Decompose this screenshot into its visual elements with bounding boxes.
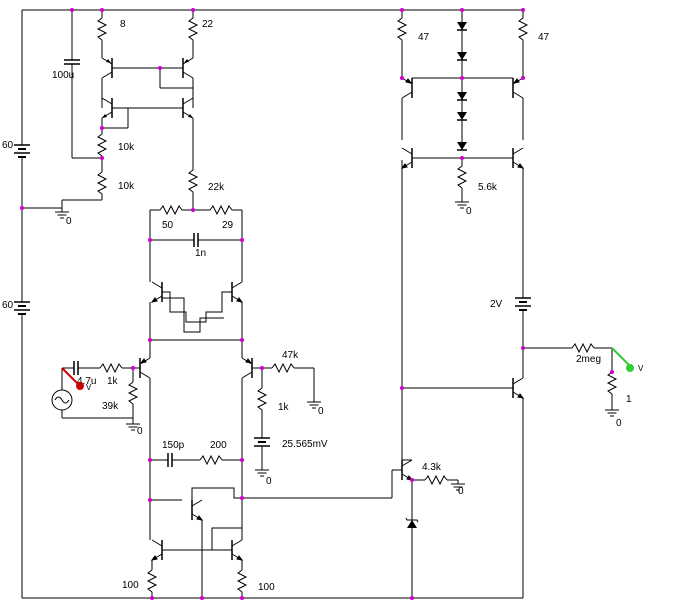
resistor-10k-a: 10k xyxy=(96,128,135,168)
probe-output-label: V xyxy=(638,364,644,373)
resistor-4-3k-label: 4.3k xyxy=(422,462,442,473)
voltage-source-2v-label: 2V xyxy=(490,299,503,310)
ground-4-3k: 0 xyxy=(450,479,466,497)
lower-mirror xyxy=(149,487,392,598)
resistor-47k: 47k xyxy=(262,350,315,398)
probe-input: V xyxy=(61,367,92,392)
battery-bottom: 60 xyxy=(2,300,30,320)
resistor-5-6k-label: 5.6k xyxy=(478,182,498,193)
resistor-100-left-label: 100 xyxy=(122,580,139,591)
output-transistor-lower xyxy=(402,370,524,598)
capacitor-100u-label: 100u xyxy=(52,70,74,81)
resistor-50-label: 50 xyxy=(162,220,174,231)
resistor-1k-mid-label: 1k xyxy=(278,402,290,413)
junction-nodes xyxy=(20,8,614,600)
voltage-source-25mv: 25.565mV 0 xyxy=(254,437,328,487)
resistor-47-right-label: 47 xyxy=(538,32,550,43)
resistor-22-label: 22 xyxy=(202,19,214,30)
resistor-2meg-label: 2meg xyxy=(576,354,601,365)
resistor-load: 1 xyxy=(606,371,632,406)
resistor-1k-mid: 1k xyxy=(256,368,290,438)
vas-transistor xyxy=(391,160,413,516)
transistor-q1 xyxy=(101,57,160,79)
ground-load: 0 xyxy=(604,405,622,429)
resistor-47-left-label: 47 xyxy=(418,32,430,43)
ground-load-label: 0 xyxy=(616,418,622,429)
capacitor-1n: 1n xyxy=(149,210,243,259)
resistor-100-right: 100 xyxy=(236,560,275,598)
resistor-100-left: 100 xyxy=(122,560,158,598)
ground-4-3k-label: 0 xyxy=(458,486,464,497)
battery-top-label: 60 xyxy=(2,140,14,151)
resistor-47k-label: 47k xyxy=(282,350,299,361)
probe-input-label: V xyxy=(86,383,92,392)
resistor-2meg: 2meg xyxy=(523,342,613,372)
transistor-q4 xyxy=(101,97,194,129)
ground-top-label: 0 xyxy=(66,216,72,227)
probe-output: V xyxy=(611,347,644,373)
capacitor-4-7u: 4.7u xyxy=(62,361,100,387)
resistor-1k-in-label: 1k xyxy=(107,376,119,387)
transistor-q-in-left xyxy=(139,340,151,500)
resistor-47-left: 47 xyxy=(396,10,430,78)
transistor-q2 xyxy=(101,57,194,108)
resistor-8: 8 xyxy=(96,10,126,58)
resistor-100-right-label: 100 xyxy=(258,582,275,593)
bottom-rail xyxy=(21,320,523,599)
resistor-200-label: 200 xyxy=(210,440,227,451)
resistor-29-label: 29 xyxy=(222,220,234,231)
ground-5-6k-label: 0 xyxy=(466,206,472,217)
voltage-source-25mv-label: 25.565mV xyxy=(282,439,328,450)
resistor-22k-label: 22k xyxy=(208,182,225,193)
ground-top: 0 xyxy=(22,207,72,227)
battery-bottom-label: 60 xyxy=(2,300,14,311)
capacitor-150p-label: 150p xyxy=(162,440,185,451)
transistor-q-in-right xyxy=(241,340,262,500)
resistor-4-3k: 4.3k xyxy=(412,462,458,486)
resistor-10k-a-label: 10k xyxy=(118,142,135,153)
driver-pair xyxy=(149,240,243,341)
resistor-10k-b-label: 10k xyxy=(118,181,135,192)
battery-top: 60 xyxy=(2,140,30,300)
resistor-10k-b: 10k xyxy=(61,168,135,208)
resistor-200: 200 xyxy=(199,440,242,466)
ground-input-label: 0 xyxy=(137,426,143,437)
ground-5-6k: 0 xyxy=(454,197,472,217)
ground-47k: 0 xyxy=(306,397,324,417)
input-source xyxy=(51,368,133,419)
resistor-39k-label: 39k xyxy=(102,401,119,412)
resistor-29: 29 xyxy=(193,204,242,231)
resistor-50: 50 xyxy=(150,204,193,231)
capacitor-4-7u-label: 4.7u xyxy=(77,376,96,387)
resistor-22k: 22k xyxy=(187,118,225,210)
zener-diode xyxy=(405,516,419,598)
resistor-5-6k: 5.6k xyxy=(456,158,498,198)
resistor-8-label: 8 xyxy=(120,19,126,30)
ground-input: 0 xyxy=(125,419,143,437)
transistor-q3 xyxy=(101,97,113,119)
resistor-47-right: 47 xyxy=(517,10,550,78)
voltage-source-2v: 2V xyxy=(490,290,531,370)
ground-vsrc-label: 0 xyxy=(266,476,272,487)
capacitor-150p: 150p xyxy=(150,440,200,467)
resistor-load-label: 1 xyxy=(626,394,632,405)
capacitor-100u: 100u xyxy=(52,10,102,159)
resistor-22: 22 xyxy=(187,10,214,58)
ground-47k-label: 0 xyxy=(318,406,324,417)
capacitor-1n-label: 1n xyxy=(195,248,206,259)
resistor-39k: 39k xyxy=(102,368,139,420)
top-rail xyxy=(21,9,523,140)
